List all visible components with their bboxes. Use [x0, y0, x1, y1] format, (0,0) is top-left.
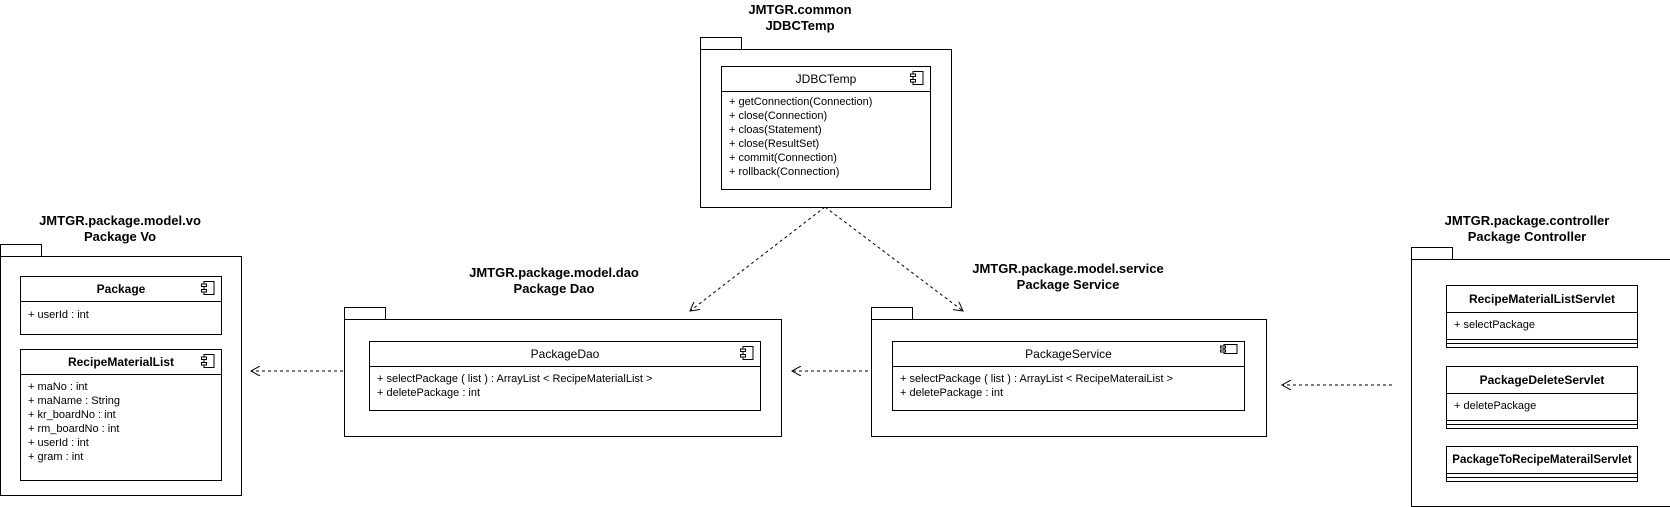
service-package-tab — [871, 307, 913, 320]
dao-package[interactable]: PackageDao + selectPackage ( list ) : Ar… — [344, 319, 782, 437]
common-package-tab — [700, 37, 742, 50]
controller-package-tab — [1411, 247, 1453, 260]
vo-package-label: Package Vo — [83, 229, 157, 244]
operation: + deletePackage — [1454, 400, 1537, 412]
dao-package-label: Package Dao — [513, 281, 595, 296]
common-package-label: JDBCTemp — [765, 18, 835, 33]
jdbctemp-header: JDBCTemp — [722, 67, 930, 92]
component-icon — [201, 281, 215, 295]
controller-package-name: JMTGR.package.controller — [1444, 213, 1610, 228]
package-dao-component[interactable]: PackageDao + selectPackage ( list ) : Ar… — [369, 341, 761, 411]
edge-common-to-dao — [690, 206, 826, 311]
jdbctemp-component[interactable]: JDBCTemp + getConnection(Connection) + c… — [721, 66, 931, 190]
vo-package-name: JMTGR.package.model.vo — [39, 213, 201, 228]
attribute: + maNo : int — [28, 381, 88, 393]
component-icon — [740, 346, 754, 360]
common-package-title: JMTGR.common JDBCTemp — [700, 2, 900, 34]
service-package-label: Package Service — [1016, 277, 1120, 292]
servlet-compartment — [1447, 473, 1637, 478]
operation: + selectPackage ( list ) : ArrayList < R… — [377, 373, 653, 385]
operation: + selectPackage — [1454, 319, 1536, 331]
operation: + close(Connection) — [729, 110, 828, 122]
controller-package-title: JMTGR.package.controller Package Control… — [1427, 213, 1627, 245]
servlet-name: PackageToRecipeMaterailServlet — [1447, 447, 1637, 474]
component-icon — [201, 354, 215, 368]
dao-package-tab — [344, 307, 386, 320]
package-vo-header: Package — [21, 277, 221, 302]
package-service-name: PackageService — [1025, 347, 1112, 361]
operation: + rollback(Connection) — [729, 166, 840, 178]
servlet-name: RecipeMaterialListServlet — [1447, 286, 1637, 313]
package-service-header: PackageService — [893, 342, 1244, 367]
attribute: + gram : int — [28, 451, 84, 463]
package-service-operations: + selectPackage ( list ) : ArrayList < R… — [893, 367, 1244, 400]
jdbctemp-operations: + getConnection(Connection) + close(Conn… — [722, 92, 930, 179]
recipe-material-list-component[interactable]: RecipeMaterialList + maNo : int + maName… — [20, 349, 222, 481]
servlet-compartment — [1447, 420, 1637, 425]
package-dao-operations: + selectPackage ( list ) : ArrayList < R… — [370, 367, 760, 400]
service-package[interactable]: PackageService + selectPackage ( list ) … — [871, 319, 1267, 437]
recipe-material-list-name: RecipeMaterialList — [67, 355, 175, 369]
servlet-name: PackageDeleteServlet — [1447, 367, 1637, 394]
package-dao-header: PackageDao — [370, 342, 760, 367]
component-icon — [1220, 344, 1238, 354]
attribute: + rm_boardNo : int — [28, 423, 120, 435]
package-to-recipe-materail-servlet[interactable]: PackageToRecipeMaterailServlet — [1446, 446, 1638, 482]
jdbctemp-name: JDBCTemp — [795, 72, 857, 86]
servlet-operations: + deletePackage — [1447, 394, 1637, 413]
dao-package-name: JMTGR.package.model.dao — [469, 265, 639, 280]
recipe-material-list-servlet[interactable]: RecipeMaterialListServlet + selectPackag… — [1446, 285, 1638, 348]
operation: + close(ResultSet) — [729, 138, 820, 150]
operation: + getConnection(Connection) — [729, 96, 873, 108]
package-vo-name: Package — [96, 282, 146, 296]
package-dao-name: PackageDao — [530, 347, 600, 361]
operation: + deletePackage : int — [900, 387, 1004, 399]
recipe-material-list-header: RecipeMaterialList — [21, 350, 221, 375]
edge-common-to-service — [824, 206, 963, 311]
attribute: + userId : int — [28, 437, 89, 449]
common-package-name: JMTGR.common — [748, 2, 852, 17]
dao-package-title: JMTGR.package.model.dao Package Dao — [454, 265, 654, 297]
operation: + cloas(Statement) — [729, 124, 822, 136]
vo-package-tab — [0, 244, 42, 257]
service-package-title: JMTGR.package.model.service Package Serv… — [968, 261, 1168, 293]
attribute: + maName : String — [28, 395, 121, 407]
controller-package-label: Package Controller — [1467, 229, 1587, 244]
common-package[interactable]: JDBCTemp + getConnection(Connection) + c… — [700, 49, 952, 208]
service-package-name: JMTGR.package.model.service — [972, 261, 1164, 276]
controller-package[interactable]: RecipeMaterialListServlet + selectPackag… — [1411, 259, 1670, 507]
operation: + deletePackage : int — [377, 387, 481, 399]
servlet-operations: + selectPackage — [1447, 313, 1637, 332]
package-delete-servlet[interactable]: PackageDeleteServlet + deletePackage — [1446, 366, 1638, 429]
attribute: + kr_boardNo : int — [28, 409, 116, 421]
package-service-component[interactable]: PackageService + selectPackage ( list ) … — [892, 341, 1245, 411]
operation: + commit(Connection) — [729, 152, 837, 164]
package-vo-attributes: + userId : int — [21, 302, 221, 322]
vo-package-title: JMTGR.package.model.vo Package Vo — [20, 213, 220, 245]
attribute: + userId : int — [28, 309, 89, 321]
package-vo-component[interactable]: Package + userId : int — [20, 276, 222, 335]
component-icon — [910, 71, 924, 85]
operation: + selectPackage ( list ) : ArrayList < R… — [900, 373, 1173, 385]
servlet-compartment — [1447, 339, 1637, 344]
vo-package[interactable]: Package + userId : int RecipeMaterialLis… — [0, 256, 242, 496]
recipe-material-list-attributes: + maNo : int + maName : String + kr_boar… — [21, 375, 221, 464]
